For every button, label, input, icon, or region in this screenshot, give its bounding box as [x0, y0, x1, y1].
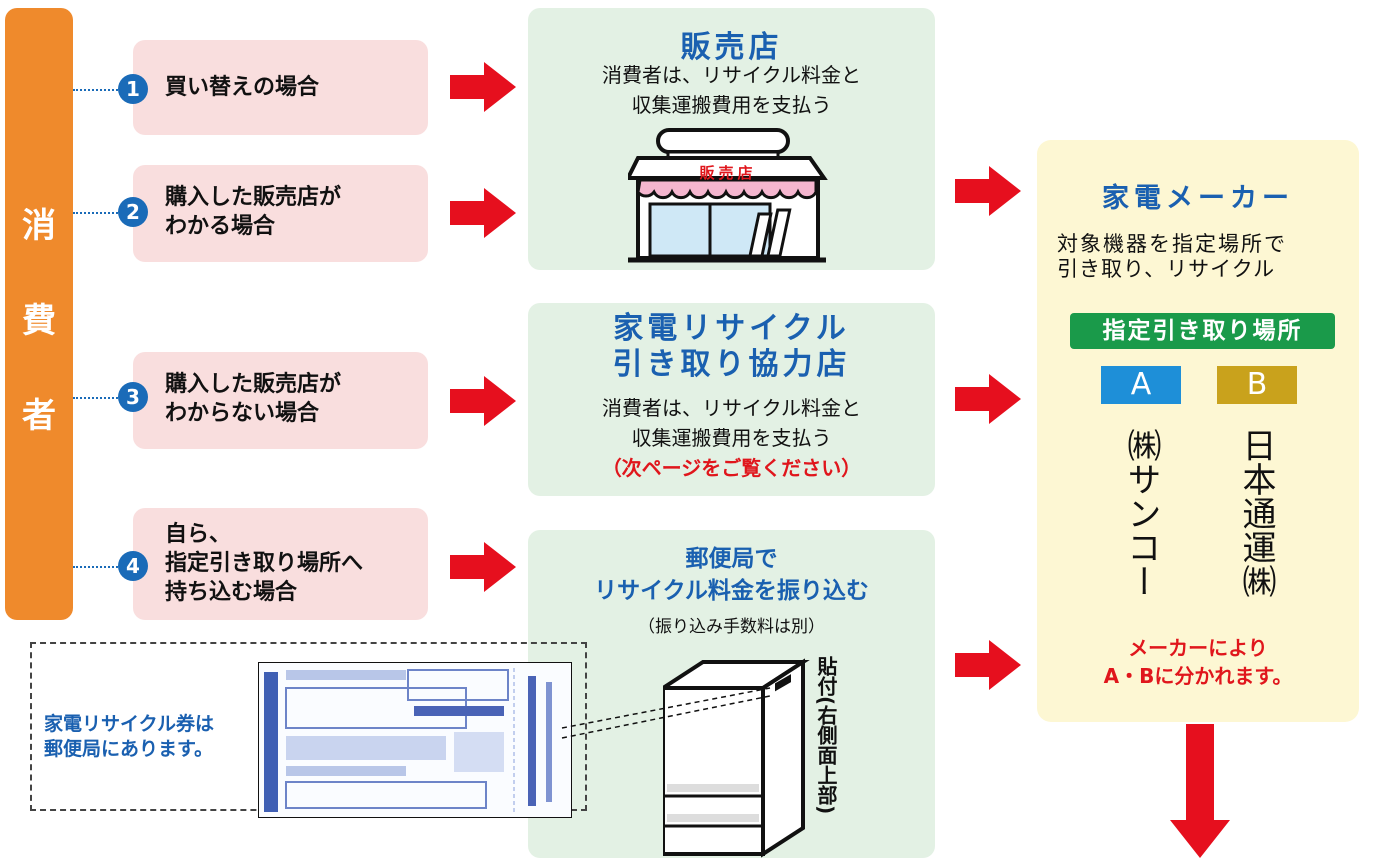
- consumer-bar: 消 費 者: [5, 8, 73, 620]
- site-b-name: 日本通運㈱: [1236, 428, 1276, 598]
- maker-line-2: 引き取り、リサイクル: [1057, 257, 1276, 281]
- case-2-box: 購入した販売店が わかる場合: [133, 165, 428, 262]
- maker-box: 家電メーカー 対象機器を指定場所で 引き取り、リサイクル 指定引き取り場所 A …: [1037, 140, 1359, 722]
- case-4-line-3: 持ち込む場合: [165, 580, 298, 605]
- designated-label: 指定引き取り場所: [1070, 313, 1335, 349]
- zoom-guide-lines: [561, 687, 771, 739]
- partner-line-1: 消費者は、リサイクル料金と: [602, 396, 861, 420]
- case-4-line-1: 自ら、: [165, 522, 232, 547]
- recycle-ticket-image: [258, 662, 572, 818]
- arrow-right-2: [450, 188, 516, 238]
- consumer-char-3: 者: [22, 396, 56, 436]
- partner-box: 家電リサイクル 引き取り協力店 消費者は、リサイクル料金と 収集運搬費用を支払う…: [528, 303, 935, 496]
- post-title-2: リサイクル料金を振り込む: [594, 578, 869, 604]
- arrow-right-7: [955, 640, 1021, 690]
- partner-title-2: 引き取り協力店: [612, 347, 851, 382]
- shop-sign: 販売店: [699, 164, 757, 182]
- site-a-tag: A: [1101, 366, 1181, 404]
- case-1-label: 買い替えの場合: [165, 75, 320, 100]
- partner-note: （次ページをご覧ください）: [601, 456, 862, 480]
- ticket-box: 家電リサイクル券は 郵便局にあります。: [30, 642, 587, 818]
- arrow-right-5: [955, 166, 1021, 216]
- site-b-tag: B: [1217, 366, 1297, 404]
- retailer-line-2: 収集運搬費用を支払う: [631, 93, 832, 117]
- post-office-box: 郵便局で リサイクル料金を振り込む （振り込み手数料は別） 貼付(右側面上部): [528, 530, 935, 858]
- shop-illustration: [628, 128, 828, 263]
- case-4-box: 自ら、 指定引き取り場所へ 持ち込む場合: [133, 508, 428, 620]
- maker-note-2: A・Bに分かれます。: [1103, 664, 1293, 688]
- maker-note-1: メーカーにより: [1128, 636, 1268, 660]
- retailer-line-1: 消費者は、リサイクル料金と: [602, 63, 861, 87]
- arrow-right-3: [450, 376, 516, 426]
- site-a-name: ㈱サンコー: [1121, 428, 1161, 598]
- partner-line-2: 収集運搬費用を支払う: [631, 426, 832, 450]
- connector-2: [73, 212, 118, 214]
- case-1-box: 買い替えの場合: [133, 40, 428, 135]
- case-3-line-1: 購入した販売店が: [165, 372, 342, 397]
- case-3-line-2: わからない場合: [165, 401, 320, 426]
- arrow-right-6: [955, 374, 1021, 424]
- retailer-box: 販売店 消費者は、リサイクル料金と 収集運搬費用を支払う 販売店: [528, 8, 935, 270]
- arrow-down: [1170, 724, 1230, 858]
- connector-1: [73, 89, 118, 91]
- partner-title-1: 家電リサイクル: [613, 311, 850, 346]
- maker-title: 家電メーカー: [1102, 183, 1294, 214]
- consumer-char-1: 消: [22, 206, 56, 246]
- consumer-char-2: 費: [22, 301, 56, 341]
- arrow-right-4: [450, 542, 516, 592]
- sticker-label: 貼付(右側面上部): [814, 656, 838, 815]
- case-2-line-2: わかる場合: [165, 214, 276, 239]
- connector-4: [73, 566, 118, 568]
- maker-line-1: 対象機器を指定場所で: [1057, 232, 1287, 256]
- case-4-line-2: 指定引き取り場所へ: [165, 551, 364, 576]
- case-3-box: 購入した販売店が わからない場合: [133, 352, 428, 449]
- case-2-number: 2: [118, 197, 148, 227]
- case-4-number: 4: [118, 551, 148, 581]
- fridge-illustration: [663, 658, 810, 858]
- case-2-line-1: 購入した販売店が: [165, 185, 342, 210]
- case-3-number: 3: [118, 382, 148, 412]
- retailer-title: 販売店: [680, 30, 783, 65]
- arrow-right-1: [450, 62, 516, 112]
- ticket-line-2: 郵便局にあります。: [44, 738, 214, 760]
- post-note: （振り込み手数料は別）: [638, 617, 825, 637]
- case-1-number: 1: [118, 74, 148, 104]
- connector-3: [73, 397, 118, 399]
- post-title-1: 郵便局で: [685, 546, 778, 572]
- ticket-line-1: 家電リサイクル券は: [44, 713, 215, 735]
